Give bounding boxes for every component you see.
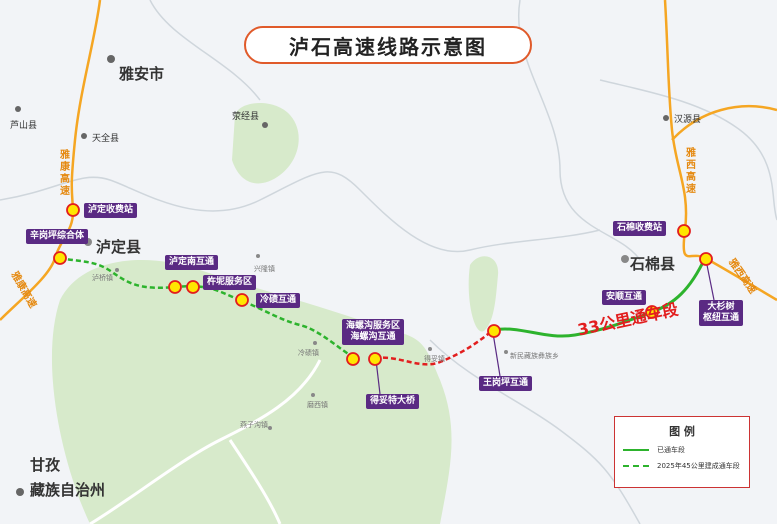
label-yingjing: 荥经县 <box>232 112 260 122</box>
node-luding-toll <box>66 203 80 217</box>
town-lengqi: 冷碛镇 <box>298 349 319 357</box>
town-yanzigou: 燕子沟镇 <box>240 421 268 429</box>
label-luding: 泸定县 <box>96 238 142 256</box>
label-dashanshu: 大杉树 枢纽互通 <box>699 300 744 326</box>
legend-label-2025: 2025年45公里建成通车段 <box>657 462 740 470</box>
route-nodes <box>53 203 713 366</box>
label-tianquan: 天全县 <box>92 134 120 144</box>
yingjing-green <box>232 102 299 184</box>
legend-title: 图 例 <box>669 425 695 438</box>
map-title: 泸石高速线路示意图 <box>244 26 532 64</box>
town-xinglong: 兴隆镇 <box>254 265 275 273</box>
node-detuote <box>368 352 382 366</box>
label-xingangping: 辛岗坪综合体 <box>26 229 89 244</box>
place-dots <box>15 55 669 496</box>
label-shimian-toll: 石棉收费站 <box>613 221 667 236</box>
label-anshun: 安顺互通 <box>602 290 647 305</box>
legend-label-opened: 已通车段 <box>657 446 685 454</box>
label-hailuogou-2: 海螺沟互通 <box>350 332 396 342</box>
node-lengqi <box>235 293 249 307</box>
node-zhuyan <box>186 280 200 294</box>
town-moxi: 磨西镇 <box>307 401 328 409</box>
label-lushan: 芦山县 <box>10 121 38 131</box>
town-xinmin: 新民藏族彝族乡 <box>510 352 559 360</box>
minor-roads <box>89 359 322 524</box>
label-wanggangping: 王岗坪互通 <box>479 376 533 391</box>
label-yaan: 雅安市 <box>119 65 165 83</box>
label-luding-south: 泸定南互通 <box>165 255 219 270</box>
label-dashanshu-2: 枢纽互通 <box>703 313 740 323</box>
node-dashanshu <box>699 252 713 266</box>
node-luding-south <box>168 280 182 294</box>
label-dashanshu-1: 大杉树 <box>707 302 735 312</box>
gongga-area-green <box>51 260 452 524</box>
node-hailuogou <box>346 352 360 366</box>
label-yakang-hwy: 雅康高速 <box>60 150 70 197</box>
legend-item-2025: 2025年45公里建成通车段 <box>623 461 749 471</box>
node-anshun <box>645 305 659 319</box>
route-opened-east <box>492 257 707 338</box>
label-detuote: 得妥特大桥 <box>366 394 420 409</box>
town-dots <box>84 238 629 430</box>
label-hailuogou: 海螺沟服务区 海螺沟互通 <box>342 319 405 345</box>
legend-swatch-solid <box>623 449 649 451</box>
route-red-segment <box>374 329 494 366</box>
town-luqiao: 泸桥镇 <box>92 274 113 282</box>
label-zhuyan: 杵坭服务区 <box>203 275 257 290</box>
node-xingangping <box>53 251 67 265</box>
dadu-green <box>468 256 499 332</box>
label-lengqi-ic: 冷碛互通 <box>256 293 301 308</box>
node-wanggangping <box>487 324 501 338</box>
label-shimian: 石棉县 <box>630 255 676 273</box>
label-luding-toll: 泸定收费站 <box>84 203 138 218</box>
town-detuo: 得妥镇 <box>424 355 445 363</box>
legend-swatch-dashed <box>623 465 649 467</box>
label-ganzi-1: 甘孜 <box>30 456 61 474</box>
legend-item-opened: 已通车段 <box>623 445 749 455</box>
node-shimian-toll <box>677 224 691 238</box>
label-ganzi-2: 藏族自治州 <box>30 481 106 499</box>
label-yaxi-hwy: 雅西高速 <box>686 148 696 195</box>
legend: 图 例 已通车段 2025年45公里建成通车段 <box>614 416 750 488</box>
label-hailuogou-1: 海螺沟服务区 <box>346 321 401 331</box>
label-hanyuan: 汉源县 <box>674 115 702 125</box>
